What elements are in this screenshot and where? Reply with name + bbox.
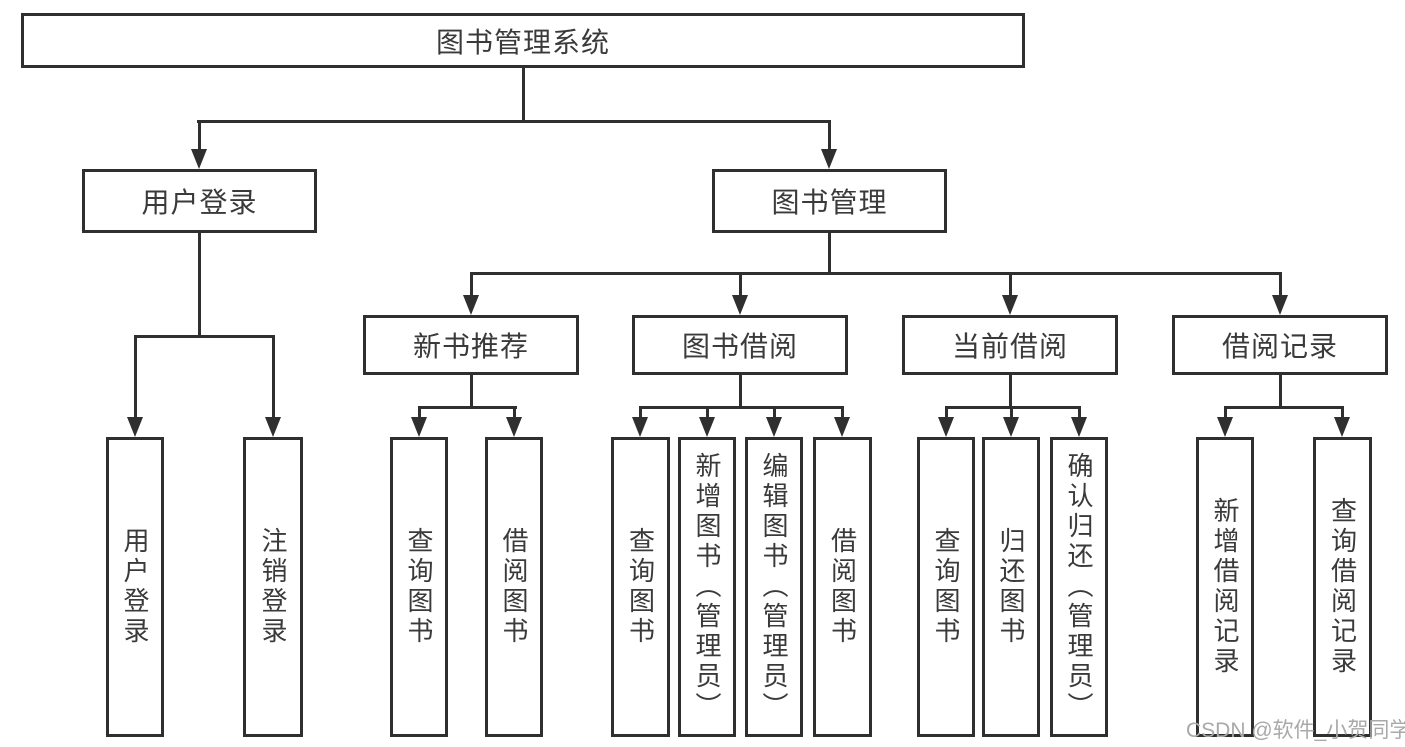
arrowhead-down-icon <box>191 149 207 169</box>
node-label: 编辑图书（管理员） <box>759 452 789 722</box>
connector-line <box>470 375 473 409</box>
node-label: 查询图书 <box>625 527 656 647</box>
connector-line <box>1341 406 1344 419</box>
connector-line <box>706 406 709 419</box>
connector-line <box>418 406 421 419</box>
node-label: 用户登录 <box>120 527 150 647</box>
connector-line <box>1078 406 1081 419</box>
arrowhead-down-icon <box>834 417 850 437</box>
connector-line <box>1279 272 1282 297</box>
node-label: 借阅记录 <box>1221 331 1338 362</box>
connector-line <box>522 68 525 123</box>
arrowhead-down-icon <box>938 417 954 437</box>
leaf-user-login: 用户登录 <box>106 437 164 737</box>
leaf-records-query: 查询借阅记录 <box>1313 437 1372 737</box>
leaf-borrow-add: 新增图书（管理员） <box>678 437 736 737</box>
leaf-borrow-edit: 编辑图书（管理员） <box>745 437 803 737</box>
node-label: 图书管理系统 <box>435 26 610 58</box>
node-label: 新增借阅记录 <box>1210 497 1240 677</box>
csdn-watermark: CSDN @软件_小贺同学 <box>1186 719 1405 742</box>
node-current-borrow: 当前借阅 <box>902 315 1118 375</box>
connector-line <box>739 375 742 409</box>
connector-line <box>272 335 275 418</box>
leaf-newbooks-borrow: 借阅图书 <box>485 437 543 737</box>
connector-line <box>418 406 517 409</box>
node-label: 注销登录 <box>258 527 288 647</box>
connector-line <box>197 120 831 123</box>
connector-line <box>1224 406 1227 419</box>
connector-line <box>1009 375 1012 409</box>
connector-line <box>1279 375 1282 409</box>
node-label: 用户登录 <box>141 187 258 218</box>
node-label: 新书推荐 <box>412 331 529 362</box>
connector-line <box>1224 406 1344 409</box>
node-label: 确认归还（管理员） <box>1064 452 1094 722</box>
node-label: 查询图书 <box>931 527 961 647</box>
connector-line <box>470 272 473 297</box>
arrowhead-down-icon <box>463 295 479 315</box>
connector-line <box>828 233 831 275</box>
arrowhead-down-icon <box>411 417 427 437</box>
node-label: 图书借阅 <box>681 331 798 362</box>
node-label: 当前借阅 <box>951 331 1068 362</box>
connector-line <box>773 406 776 419</box>
leaf-logout: 注销登录 <box>243 437 303 737</box>
arrowhead-down-icon <box>632 417 648 437</box>
connector-line <box>198 233 201 335</box>
leaf-current-query: 查询图书 <box>917 437 975 737</box>
connector-line <box>1010 406 1013 419</box>
connector-line <box>513 406 516 419</box>
node-new-books: 新书推荐 <box>363 315 579 375</box>
connector-line <box>470 272 1282 275</box>
connector-line <box>945 406 1081 409</box>
arrowhead-down-icon <box>265 417 281 437</box>
arrowhead-down-icon <box>127 417 143 437</box>
node-book-mgmt: 图书管理 <box>712 169 947 233</box>
arrowhead-down-icon <box>766 417 782 437</box>
connector-line <box>134 335 137 418</box>
arrowhead-down-icon <box>821 149 837 169</box>
node-label: 借阅图书 <box>499 527 529 647</box>
node-book-borrow: 图书借阅 <box>632 315 848 375</box>
connector-line <box>739 272 742 297</box>
connector-line <box>841 406 844 419</box>
connector-line <box>134 335 275 338</box>
arrowhead-down-icon <box>1003 417 1019 437</box>
node-label: 归还图书 <box>996 527 1026 647</box>
node-label: 借阅图书 <box>827 527 858 647</box>
node-label: 查询图书 <box>404 527 434 647</box>
arrowhead-down-icon <box>732 295 748 315</box>
arrowhead-down-icon <box>1217 417 1233 437</box>
arrowhead-down-icon <box>699 417 715 437</box>
node-label: 新增图书（管理员） <box>692 452 722 722</box>
connector-line <box>198 120 201 151</box>
connector-line <box>945 406 948 419</box>
leaf-borrow-borrow: 借阅图书 <box>813 437 872 737</box>
arrowhead-down-icon <box>506 417 522 437</box>
arrowhead-down-icon <box>1334 417 1350 437</box>
arrowhead-down-icon <box>1002 295 1018 315</box>
node-label: 图书管理 <box>771 187 888 218</box>
node-root: 图书管理系统 <box>21 13 1025 68</box>
connector-line <box>828 120 831 151</box>
connector-line <box>639 406 844 409</box>
leaf-borrow-query: 查询图书 <box>611 437 670 737</box>
leaf-current-confirm: 确认归还（管理员） <box>1050 437 1108 737</box>
connector-line <box>1009 272 1012 297</box>
leaf-records-add: 新增借阅记录 <box>1196 437 1254 737</box>
arrowhead-down-icon <box>1272 295 1288 315</box>
leaf-current-return: 归还图书 <box>982 437 1040 737</box>
leaf-newbooks-query: 查询图书 <box>390 437 448 737</box>
node-user-login: 用户登录 <box>82 169 317 233</box>
arrowhead-down-icon <box>1071 417 1087 437</box>
connector-line <box>639 406 642 419</box>
node-label: 查询借阅记录 <box>1327 497 1358 677</box>
node-borrow-records: 借阅记录 <box>1172 315 1388 375</box>
